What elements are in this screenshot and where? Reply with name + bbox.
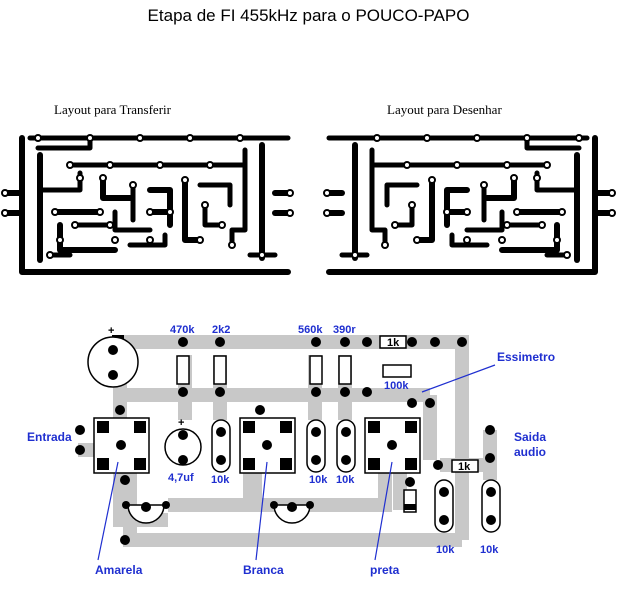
value-pot4: 10k xyxy=(436,544,455,556)
cap-small-plus-label: + xyxy=(178,417,184,429)
layout-draw-title: Layout para Desenhar xyxy=(387,102,502,117)
label-entrada: Entrada xyxy=(27,430,72,444)
resistor-2k2 xyxy=(213,355,227,385)
if-transformer-amarela xyxy=(93,417,150,474)
value-560k: 560k xyxy=(298,324,323,336)
resistor-390r xyxy=(338,355,352,385)
value-pot1: 10k xyxy=(211,474,230,486)
resistor-1k-top xyxy=(379,335,407,349)
value-470k: 470k xyxy=(170,324,195,336)
pointer-preta xyxy=(374,461,393,561)
value-1k-right: 1k xyxy=(458,461,471,473)
label-preta: preta xyxy=(370,563,400,577)
pcb-layout-transfer xyxy=(1,134,294,275)
layout-transfer-title: Layout para Transferir xyxy=(54,102,171,117)
value-1k-top: 1k xyxy=(387,337,400,349)
resistor-560k xyxy=(309,355,323,385)
value-4-7uf: 4,7uf xyxy=(168,472,194,484)
label-audio: audio xyxy=(514,445,546,459)
component-layout: + + xyxy=(27,324,555,577)
resistor-1k-right xyxy=(451,459,479,473)
diode xyxy=(403,489,417,513)
pointer-essimetro xyxy=(421,364,496,393)
transistor-1 xyxy=(122,501,170,524)
resistor-470k xyxy=(176,355,190,385)
if-transformer-preta xyxy=(364,417,421,474)
value-pot2: 10k xyxy=(309,474,328,486)
resistor-100k xyxy=(382,364,412,378)
pointer-branca xyxy=(255,461,268,561)
transistor-2 xyxy=(270,501,314,524)
pointer-amarela xyxy=(97,461,119,561)
value-pot5: 10k xyxy=(480,544,499,556)
value-100k: 100k xyxy=(384,380,409,392)
value-pot3: 10k xyxy=(336,474,355,486)
label-branca: Branca xyxy=(243,563,284,577)
pcb-layout-draw xyxy=(323,134,616,275)
if-transformer-branca xyxy=(239,417,296,474)
value-2k2: 2k2 xyxy=(212,324,230,336)
cap-plus-label: + xyxy=(108,325,114,337)
value-390r: 390r xyxy=(333,324,356,336)
page-title: Etapa de FI 455kHz para o POUCO-PAPO xyxy=(147,6,470,25)
label-saida: Saida xyxy=(514,430,546,444)
label-essimetro: Essimetro xyxy=(497,350,555,364)
electrolytic-capacitor-large xyxy=(87,336,139,388)
label-amarela: Amarela xyxy=(95,563,143,577)
